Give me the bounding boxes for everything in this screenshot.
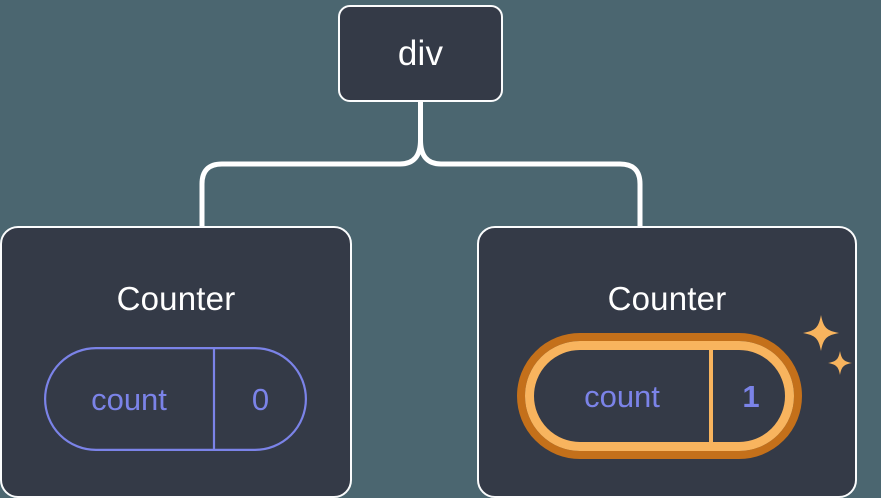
state-pill-right-shape xyxy=(517,333,802,459)
state-name-left: count xyxy=(91,381,167,417)
connector-trunk xyxy=(199,99,423,229)
state-value-right: 1 xyxy=(742,378,760,414)
state-pill-left-shape xyxy=(44,347,307,452)
node-div-label: div xyxy=(397,34,444,73)
state-pill-right[interactable]: count 1 xyxy=(517,333,802,459)
node-div[interactable]: div xyxy=(338,5,503,102)
state-name-right: count xyxy=(584,378,660,414)
state-pill-left[interactable]: count 0 xyxy=(44,347,307,452)
connector-branch-right xyxy=(418,137,643,229)
state-value-left: 0 xyxy=(251,381,270,417)
node-counter-right-title: Counter xyxy=(607,280,727,317)
node-counter-left[interactable]: Counter xyxy=(0,226,352,498)
node-counter-left-title: Counter xyxy=(116,280,236,317)
